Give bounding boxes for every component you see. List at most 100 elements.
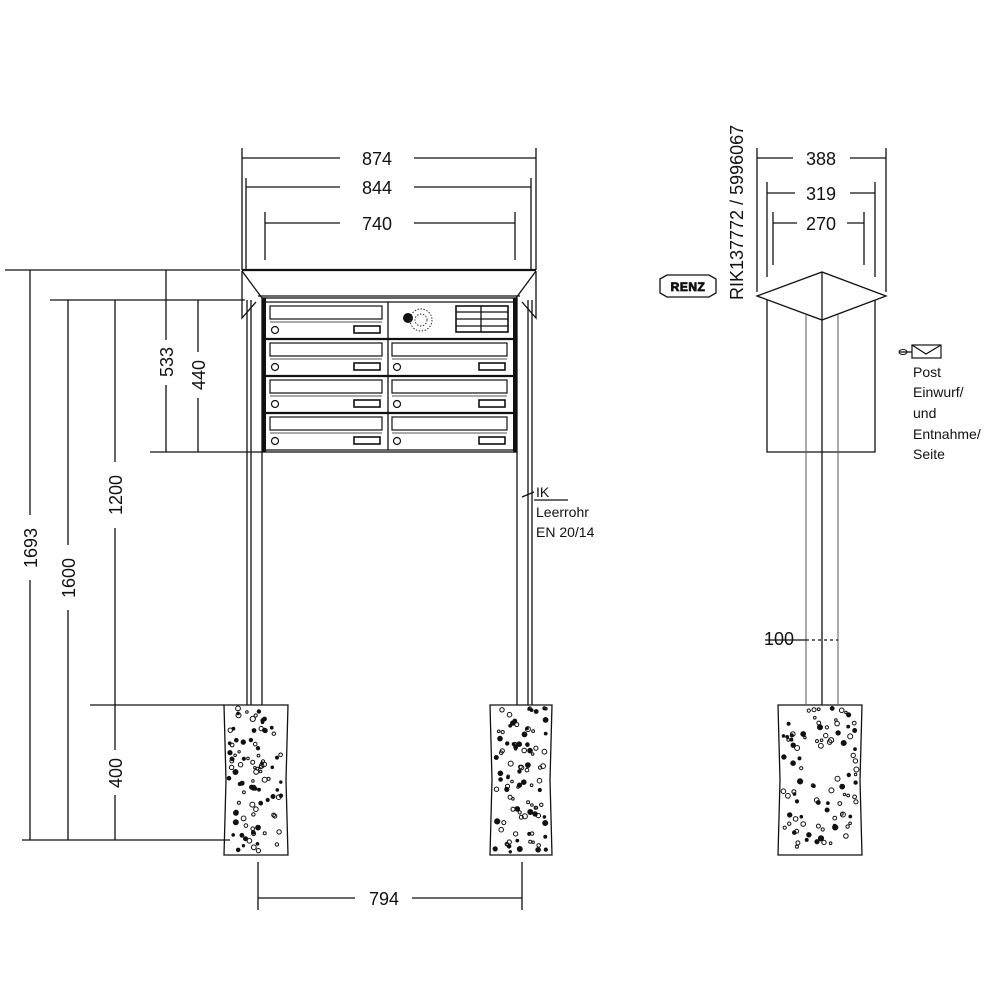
name-slot <box>391 342 508 357</box>
name-slot <box>269 305 383 320</box>
gravel-speck <box>528 839 533 844</box>
gravel-speck <box>532 811 538 817</box>
gravel-speck <box>824 725 830 730</box>
gravel-speck <box>800 821 807 827</box>
gravel-speck <box>815 739 819 744</box>
gravel-speck <box>543 834 548 839</box>
gravel-speck <box>506 844 512 849</box>
gravel-speck <box>806 832 812 838</box>
gravel-speck <box>249 715 256 723</box>
gravel-speck <box>506 711 513 718</box>
gravel-speck <box>256 709 262 714</box>
gravel-speck <box>516 846 523 852</box>
gravel-speck <box>792 830 797 835</box>
gravel-speck <box>234 737 239 743</box>
gravel-speck <box>540 763 546 769</box>
gravel-speck <box>818 742 824 749</box>
gravel-speck <box>531 752 535 756</box>
gravel-speck <box>826 739 833 745</box>
gravel-speck <box>510 806 516 812</box>
speaker-icon <box>409 308 433 332</box>
dim-794: 794 <box>369 889 399 909</box>
gravel-speck <box>806 708 811 713</box>
gravel-speck <box>826 801 830 805</box>
gravel-speck <box>525 726 529 731</box>
dim-1200: 1200 <box>106 475 126 515</box>
gravel-speck <box>272 813 278 819</box>
gravel-speck <box>255 848 261 854</box>
gravel-speck <box>848 821 852 826</box>
gravel-speck <box>847 733 854 740</box>
gravel-speck <box>794 799 800 804</box>
gravel-speck <box>236 800 241 805</box>
cable-note-ik: IK <box>536 484 550 500</box>
gravel-speck <box>239 780 245 786</box>
gravel-speck <box>514 722 520 728</box>
gravel-speck <box>504 783 511 789</box>
name-slot <box>269 379 383 394</box>
gravel-speck <box>253 769 260 775</box>
gravel-speck <box>792 816 799 822</box>
gravel-speck <box>241 756 246 761</box>
lock-icon <box>392 362 402 372</box>
gravel-speck <box>233 753 237 758</box>
gravel-speck <box>527 809 534 815</box>
mail-note-line: und <box>913 405 936 421</box>
gravel-speck <box>500 730 505 735</box>
mail-note-line: Einwurf/ <box>913 384 964 400</box>
gravel-speck <box>843 833 849 839</box>
gravel-speck <box>781 734 786 738</box>
gravel-speck <box>837 801 843 806</box>
gravel-speck <box>804 837 809 842</box>
gravel-speck <box>792 792 797 796</box>
dim-388: 388 <box>806 149 836 169</box>
gravel-speck <box>542 815 547 819</box>
gravel-speck <box>832 815 838 821</box>
gravel-speck <box>816 720 822 726</box>
dim-319: 319 <box>806 184 836 204</box>
gravel-speck <box>529 783 534 788</box>
gravel-speck <box>246 838 253 844</box>
gravel-speck <box>251 779 255 783</box>
front-top-dimensions: 874 844 740 <box>241 148 537 270</box>
gravel-speck <box>251 812 256 817</box>
lock-icon <box>270 436 280 446</box>
gravel-speck <box>518 814 524 820</box>
gravel-speck <box>235 705 241 712</box>
gravel-speck <box>510 779 514 784</box>
dim-100: 100 <box>764 629 794 649</box>
gravel-speck <box>536 777 543 784</box>
gravel-speck <box>782 825 787 830</box>
gravel-speck <box>246 756 250 761</box>
gravel-speck <box>794 844 799 849</box>
gravel-speck <box>278 752 283 758</box>
name-slot <box>391 379 508 394</box>
gravel-speck <box>498 826 505 833</box>
gravel-speck <box>231 833 235 837</box>
gravel-speck <box>824 807 830 813</box>
front-roof <box>241 268 537 320</box>
bell-buttons <box>455 305 509 333</box>
gravel-speck <box>229 758 235 764</box>
gravel-speck <box>513 744 519 750</box>
gravel-speck <box>497 735 503 742</box>
gravel-speck <box>853 799 859 805</box>
gravel-speck <box>815 823 821 829</box>
mail-note-line: Seite <box>913 446 945 462</box>
gravel-speck <box>257 787 261 792</box>
gravel-speck <box>255 746 261 751</box>
gravel-speck <box>499 707 505 713</box>
gravel-speck <box>270 794 276 799</box>
gravel-speck <box>512 831 519 837</box>
gravel-speck <box>813 715 817 720</box>
gravel-speck <box>226 775 232 781</box>
gravel-speck <box>797 778 804 785</box>
gravel-speck <box>834 718 838 722</box>
gravel-speck <box>542 820 549 826</box>
gravel-speck <box>543 731 548 736</box>
mail-note-line: Entnahme/ <box>913 426 981 442</box>
gravel-speck <box>227 750 233 756</box>
gravel-speck <box>828 841 833 846</box>
dim-400: 400 <box>106 758 126 788</box>
